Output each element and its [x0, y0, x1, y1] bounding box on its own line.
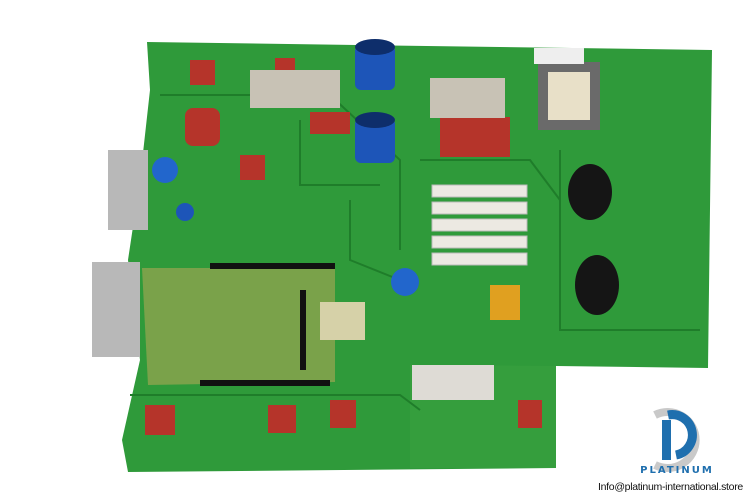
power-resistors	[431, 184, 528, 266]
brand-logo-text: PLATINUM	[640, 465, 714, 476]
contact-email: Info@platinum-international.store	[598, 481, 743, 493]
heatsink	[430, 78, 505, 118]
pin-header	[300, 290, 306, 370]
heatsink	[412, 365, 494, 400]
capacitor-large	[355, 39, 395, 163]
platinum-logo-icon	[653, 408, 700, 472]
ribbon-connectors	[92, 150, 148, 357]
relays	[145, 58, 542, 435]
terminal-block	[534, 48, 584, 64]
heatsink	[250, 70, 340, 108]
capacitors-yellow	[490, 285, 520, 320]
module	[320, 302, 365, 340]
pin-header	[200, 380, 330, 386]
toroid-inductors	[568, 164, 619, 315]
pin-header	[210, 263, 335, 269]
daughter-board	[142, 268, 335, 385]
trimmer	[152, 157, 178, 183]
